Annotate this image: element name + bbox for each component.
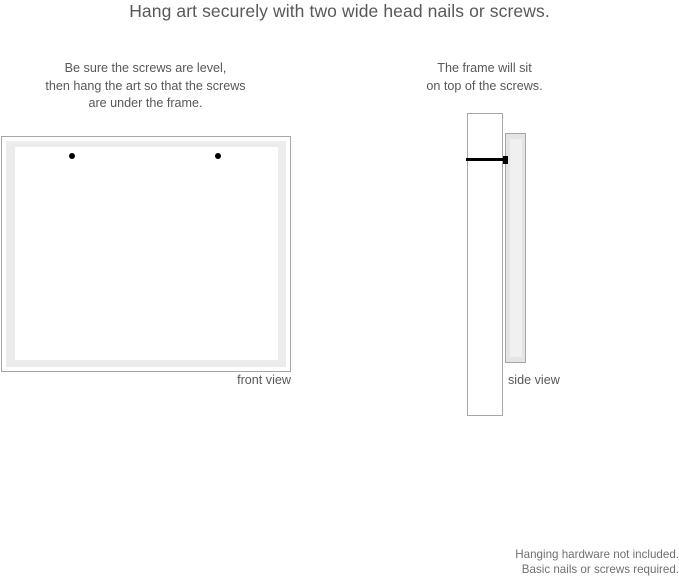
page-headline: Hang art securely with two wide head nai…: [129, 1, 550, 21]
side-view-label: side view: [508, 373, 560, 387]
side-view-illustration: [466, 112, 576, 418]
front-view-caption-line-3: are under the frame.: [88, 96, 203, 110]
footer-disclaimer: Hanging hardware not included. Basic nai…: [379, 548, 679, 577]
wall-cross-section: [467, 113, 503, 416]
side-view-caption-line-2: on top of the screws.: [426, 78, 543, 93]
front-view-caption: Be sure the screws are level, then hang …: [0, 60, 291, 113]
front-view-caption-line-1: Be sure the screws are level,: [64, 61, 227, 75]
frame-cross-section: [505, 133, 526, 363]
front-view-caption-line-2: then hang the art so that the screws: [45, 78, 246, 93]
front-view-illustration: [1, 136, 291, 372]
footer-line-1: Hanging hardware not included.: [515, 548, 679, 561]
nail-head-icon: [503, 156, 508, 164]
side-view-caption: The frame will sit on top of the screws.: [392, 60, 577, 95]
side-view-caption-line-1: The frame will sit: [437, 61, 532, 75]
nail-shaft-icon: [466, 158, 507, 161]
screw-head-right-icon: [215, 153, 221, 159]
front-view-label: front view: [237, 373, 291, 387]
frame-cross-section-inner-panel: [510, 139, 522, 357]
screw-head-left-icon: [69, 153, 75, 159]
footer-line-2: Basic nails or screws required.: [521, 562, 679, 576]
picture-frame-artwork-area: [15, 147, 278, 360]
